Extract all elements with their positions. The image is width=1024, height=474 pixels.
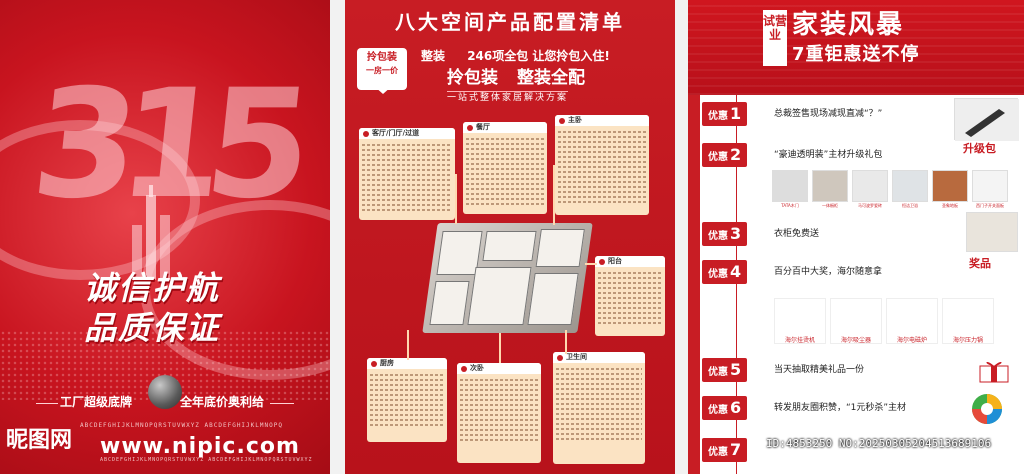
offer-text: 转发朋友圈积赞，“1元秒杀”主材 (774, 402, 907, 413)
tag-line-1: 拎包装 (367, 52, 397, 63)
prize-image (830, 298, 882, 344)
room-box-dining: 餐厅 (463, 122, 547, 214)
prize-image (774, 298, 826, 344)
signing-photo (954, 98, 1019, 141)
side-stripe (688, 95, 700, 474)
floor-plan-3d (422, 223, 593, 333)
room-marker-icon (557, 354, 563, 361)
offer-text: “豪迪透明装”主材升级礼包 (774, 149, 883, 160)
room-marker-icon (371, 360, 377, 367)
room-marker-icon (461, 365, 467, 372)
room-title: 餐厅 (476, 123, 490, 131)
connector-line (407, 330, 409, 360)
upgrade-label: 升级包 (963, 142, 996, 155)
offer-text: 百分百中大奖，海尔随意拿 (774, 266, 883, 277)
prize-image (886, 298, 938, 344)
down-arrow-icon (365, 78, 401, 94)
promo-prefix: 整装 (421, 49, 446, 63)
divider (270, 403, 294, 404)
prize-image (942, 298, 994, 344)
promo-line: 整装 246项全包 让您拎包入住! (421, 50, 610, 62)
room-title: 厨房 (380, 359, 394, 367)
subtitle: 一站式整体家居解决方案 (447, 91, 569, 103)
divider (36, 403, 58, 404)
room-marker-icon (467, 124, 473, 131)
header-banner: 试营业 家装风暴 7重钜惠送不停 (688, 0, 1024, 95)
connector-line (585, 263, 597, 265)
connector-line (553, 165, 555, 225)
room-title: 主卧 (568, 116, 582, 124)
subheadline: 7重钜惠送不停 (792, 44, 920, 65)
logo-left: 拎包装 (447, 68, 498, 88)
ribbon-decoration (0, 120, 200, 280)
skyscraper-icon (132, 185, 170, 280)
trial-badge: 试营业 (763, 10, 787, 66)
connector-line (499, 333, 501, 363)
band-left-text: 工厂超级底牌 (60, 395, 133, 409)
room-title: 卫生间 (566, 353, 587, 361)
offer-text: 当天抽取精美礼品一份 (774, 364, 865, 375)
decorative-alphabet: ABCDEFGHIJKLMNOPQRSTUVWXYZ ABCDEFGHIJKLM… (80, 422, 283, 429)
slogan-line-2: 品质保证 (84, 309, 221, 347)
prize-label: 奖品 (969, 257, 991, 270)
room-marker-icon (363, 130, 369, 137)
watermark-url: www.nipic.com (100, 434, 300, 459)
offer-text: 总裁签售现场减现直减“？” (774, 108, 883, 119)
room-box-second-bedroom: 次卧 (457, 363, 541, 463)
connector-line (455, 174, 457, 224)
poster-315: 315 诚信护航 品质保证 工厂超级底牌 全年底价奥利给 ABCDEFGHIJK… (0, 0, 330, 474)
offer-text: 衣柜免费送 (774, 228, 820, 239)
room-box-living: 客厅/门厅/过道 (359, 128, 455, 220)
slogan-line-1: 诚信护航 (84, 269, 221, 307)
poster-config-list: 八大空间产品配置清单 拎包装 一房一价 整装 246项全包 让您拎包入住! 拎包… (345, 0, 675, 474)
room-box-bathroom: 卫生间 (553, 352, 645, 464)
promo-main: 246项全包 让您拎包入住! (467, 49, 610, 63)
poster-title: 八大空间产品配置清单 (395, 10, 625, 34)
watermark-brand: 昵图网 (6, 428, 73, 453)
room-box-master-bedroom: 主卧 (555, 115, 649, 215)
headline: 家装风暴 (792, 10, 905, 40)
connector-line (565, 330, 567, 354)
gift-box-icon (979, 361, 1009, 383)
decorative-alphabet-2: ABCDEFGHIJKLMNOPQRSTUVWXYZ ABCDEFGHIJKLM… (100, 457, 313, 463)
band-right-text: 全年底价奥利给 (180, 395, 265, 409)
room-title: 次卧 (470, 364, 484, 372)
camera-aperture-icon (972, 394, 1002, 424)
ribbon-decoration (140, 200, 330, 380)
sphere-decoration (148, 375, 182, 409)
room-box-balcony: 阳台 (595, 256, 665, 336)
watermark-id: ID:4853250 NO:20250305204513689106 (766, 437, 992, 450)
room-marker-icon (559, 117, 565, 124)
room-marker-icon (599, 258, 605, 265)
room-box-kitchen: 厨房 (367, 358, 447, 442)
tag-line-2: 一房一价 (366, 66, 398, 75)
room-title: 客厅/门厅/过道 (372, 129, 420, 137)
room-title: 阳台 (608, 257, 622, 265)
logo-right: 整装全配 (517, 68, 585, 88)
timeline-line (736, 95, 737, 474)
wardrobe-photo (966, 212, 1018, 252)
